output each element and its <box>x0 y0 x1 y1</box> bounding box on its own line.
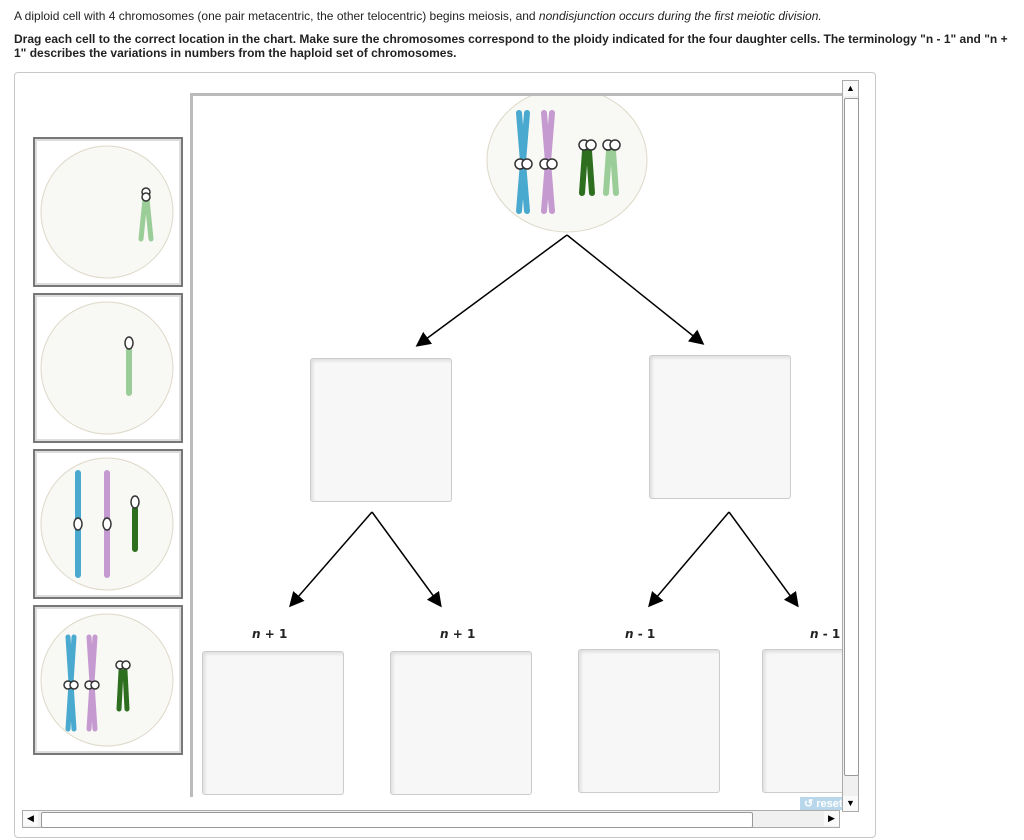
drop-zone-meiosis1-left[interactable] <box>310 358 452 502</box>
horizontal-scrollbar[interactable]: ◀ ▶ <box>22 810 840 828</box>
activity-frame <box>14 72 876 838</box>
drop-zone-daughter-1[interactable] <box>202 651 344 795</box>
draggable-cell-4[interactable] <box>33 605 183 755</box>
drop-zone-daughter-4[interactable] <box>762 649 842 793</box>
chart-drawing <box>289 96 799 608</box>
label-daughter-4: n - 1 <box>810 627 841 641</box>
scroll-up-arrow-icon[interactable]: ▲ <box>843 81 858 96</box>
cell-drawing <box>40 301 174 435</box>
vertical-scrollbar[interactable]: ▲ ▼ <box>842 80 859 812</box>
vertical-scroll-thumb[interactable] <box>844 98 859 776</box>
draggable-cell-1[interactable] <box>33 137 183 287</box>
scroll-right-arrow-icon[interactable]: ▶ <box>824 811 839 826</box>
drop-zone-daughter-2[interactable] <box>390 651 532 795</box>
arrows <box>289 234 799 608</box>
drop-zone-meiosis1-right[interactable] <box>649 355 791 499</box>
horizontal-scroll-thumb[interactable] <box>41 812 753 828</box>
question-text: A diploid cell with 4 chromosomes (one p… <box>14 9 822 23</box>
draggable-cell-3[interactable] <box>33 449 183 599</box>
draggable-cell-2[interactable] <box>33 293 183 443</box>
drop-zone-daughter-3[interactable] <box>578 649 720 793</box>
cell-drawing <box>40 613 174 747</box>
reset-button[interactable]: ↺ reset <box>800 797 846 810</box>
cell-drawing <box>40 145 174 279</box>
chart-canvas: n + 1 n + 1 n - 1 n - 1 <box>190 93 842 797</box>
cell-drawing <box>40 457 174 591</box>
label-daughter-3: n - 1 <box>625 627 656 641</box>
parent-cell <box>486 96 648 233</box>
scroll-left-arrow-icon[interactable]: ◀ <box>23 811 38 826</box>
label-daughter-2: n + 1 <box>440 627 476 641</box>
label-daughter-1: n + 1 <box>252 627 288 641</box>
instructions: Drag each cell to the correct location i… <box>14 32 1008 60</box>
scroll-down-arrow-icon[interactable]: ▼ <box>843 796 858 811</box>
